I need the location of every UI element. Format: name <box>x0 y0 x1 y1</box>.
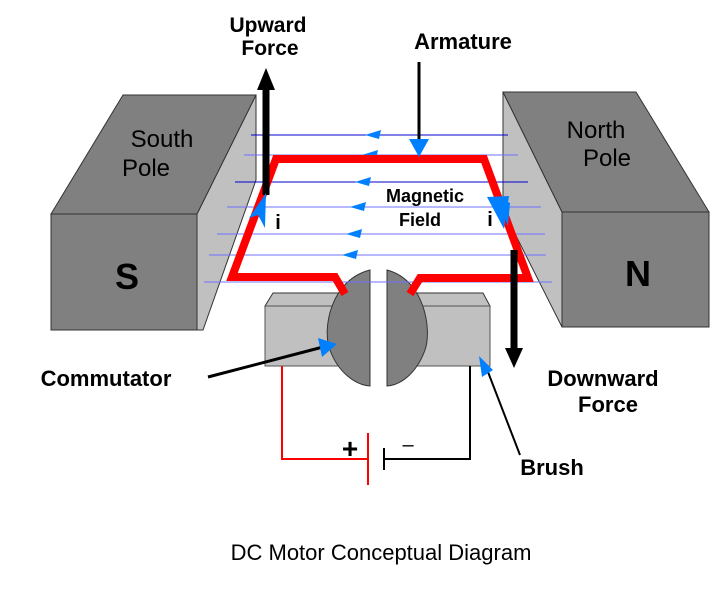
brush-pointer <box>479 356 521 456</box>
positive-wire <box>281 366 367 460</box>
armature-pointer <box>409 62 429 157</box>
south-magnet <box>50 94 257 331</box>
downward-force-label-2: Force <box>578 392 638 417</box>
negative-wire <box>385 366 471 460</box>
current-label-left: i <box>275 212 281 234</box>
magnetic-field-label-1: Magnetic <box>386 186 464 206</box>
field-direction-arrow <box>355 177 371 186</box>
battery-plus-sign: + <box>342 433 358 464</box>
south-magnet-front <box>50 213 198 331</box>
field-direction-arrow <box>365 130 381 139</box>
commutator-left-half <box>326 269 371 387</box>
upward-force-label-1: Upward <box>229 14 306 37</box>
north-magnet-front <box>561 211 710 328</box>
south-letter: S <box>115 256 139 297</box>
diagram-title: DC Motor Conceptual Diagram <box>231 540 532 565</box>
commutator-pointer <box>207 338 337 379</box>
commutator-label: Commutator <box>41 366 172 391</box>
armature-loop <box>226 155 534 297</box>
current-arrow-right-head <box>487 196 509 229</box>
brush-label: Brush <box>520 455 584 480</box>
brush-right-top <box>414 292 491 307</box>
south-pole-label-1: South <box>131 126 194 153</box>
field-direction-arrow <box>342 250 358 259</box>
south-pole-label-2: Pole <box>122 155 170 182</box>
field-direction-arrow <box>346 229 362 238</box>
north-letter: N <box>625 253 651 294</box>
north-magnet <box>502 91 710 328</box>
armature-label: Armature <box>414 29 512 54</box>
upward-force-label-2: Force <box>241 37 298 60</box>
battery-minus-sign: – <box>402 434 414 456</box>
magnetic-field-label-2: Field <box>399 210 441 230</box>
current-arrow-left <box>249 193 266 228</box>
downward-force-arrow <box>505 250 523 368</box>
north-pole-label-2: Pole <box>583 145 631 172</box>
commutator-right-half <box>386 269 428 387</box>
current-label-right: i <box>487 209 493 231</box>
magnetic-field-lines <box>204 130 552 283</box>
upward-force-arrow <box>257 68 275 195</box>
field-direction-arrow <box>350 202 366 211</box>
downward-force-label-1: Downward <box>547 366 658 391</box>
north-pole-label-1: North <box>567 117 626 144</box>
